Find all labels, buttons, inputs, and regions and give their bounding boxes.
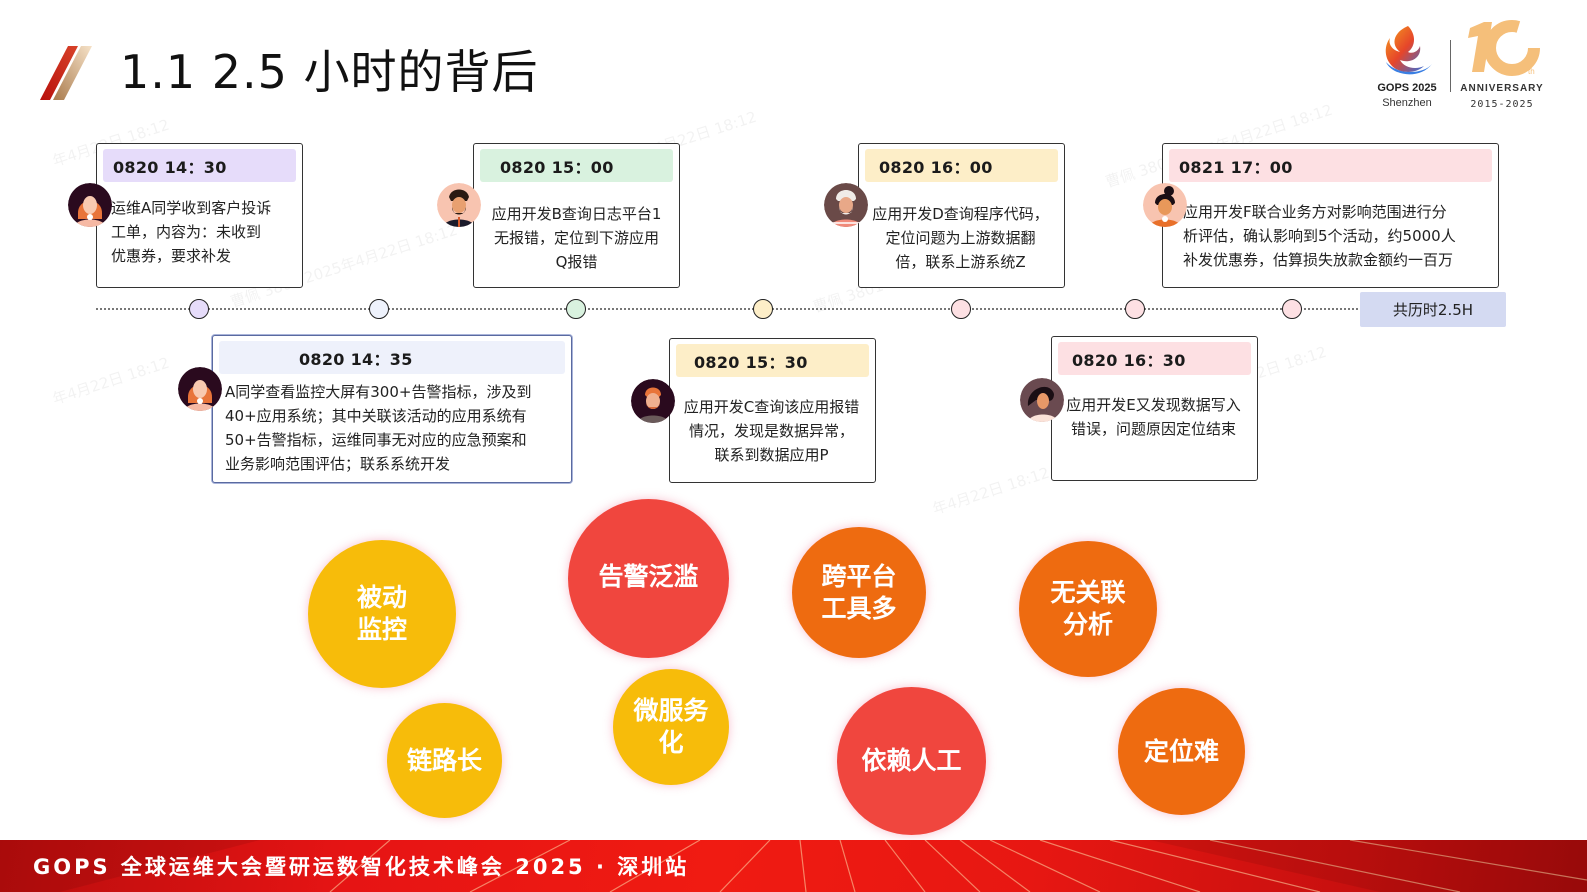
- timeline-node: [1282, 299, 1302, 319]
- avatar-developer-c-icon: [631, 379, 675, 423]
- pain-point-no-correlation-analysis: 无关联分析: [1019, 541, 1157, 677]
- total-duration-badge: 共历时2.5H: [1360, 292, 1506, 327]
- timeline-node: [189, 299, 209, 319]
- timeline-node: [369, 299, 389, 319]
- pain-point-long-chain: 链路长: [387, 703, 502, 818]
- event-card-1630: 0820 16：30 应用开发E又发现数据写入 错误，问题原因定位结束: [1051, 336, 1258, 481]
- timeline-axis: [96, 308, 1362, 310]
- pain-point-microservices: 微服务化: [613, 669, 729, 785]
- timeline-node: [951, 299, 971, 319]
- gops-city-label: Shenzhen: [1382, 97, 1432, 109]
- event-description: 应用开发F联合业务方对影响范围进行分 析评估，确认影响到5个活动，约5000人 …: [1183, 203, 1456, 269]
- watermark: 年4月22日 18:12: [930, 463, 1052, 519]
- anniversary-label: ANNIVERSARY: [1460, 83, 1544, 94]
- footer-light-rays-icon: [0, 840, 1587, 892]
- footer-banner: GOPS 全球运维大会暨研运数智化技术峰会 2025 · 深圳站: [0, 840, 1587, 892]
- event-time: 0820 14：35: [219, 341, 565, 374]
- gops-flame-icon: [1385, 26, 1432, 75]
- event-time: 0820 16：00: [865, 149, 1058, 182]
- avatar-developer-f-icon: [1143, 183, 1187, 227]
- event-time: 0820 16：30: [1058, 342, 1251, 375]
- avatar-operator-a-icon: [178, 367, 222, 411]
- page-title: 1.1 2.5 小时的背后: [120, 45, 539, 99]
- event-time: 0820 15：30: [676, 344, 869, 377]
- timeline-node: [566, 299, 586, 319]
- avatar-developer-e-icon: [1020, 378, 1064, 422]
- event-description: 应用开发C查询该应用报错 情况，发现是数据异常， 联系到数据应用P: [683, 398, 860, 464]
- pain-point-manual-dependency: 依赖人工: [837, 687, 986, 835]
- event-time: 0820 15：00: [480, 149, 673, 182]
- event-card-1435: 0820 14：35 A同学查看监控大屏有300+告警指标，涉及到 40+应用系…: [212, 335, 572, 483]
- event-time: 0820 14：30: [103, 149, 296, 182]
- avatar-operator-a-icon: [68, 183, 112, 227]
- avatar-developer-d-icon: [824, 183, 868, 227]
- logo-divider: [1450, 40, 1451, 92]
- timeline-node: [1125, 299, 1145, 319]
- event-card-1700: 0821 17：00 应用开发F联合业务方对影响范围进行分 析评估，确认影响到5…: [1162, 143, 1499, 288]
- event-description: 应用开发E又发现数据写入 错误，问题原因定位结束: [1066, 396, 1241, 438]
- tenth-anniversary-icon: th: [1468, 20, 1540, 76]
- event-description: 运维A同学收到客户投诉 工单，内容为：未收到 优惠券，要求补发: [111, 199, 272, 265]
- anniversary-years: 2015-2025: [1470, 99, 1534, 110]
- event-card-1600: 0820 16：00 应用开发D查询程序代码， 定位问题为上游数据翻 倍，联系上…: [858, 143, 1065, 288]
- pain-point-passive-monitoring: 被动监控: [308, 540, 456, 688]
- title-accent-icon: [40, 46, 92, 100]
- timeline-node: [753, 299, 773, 319]
- event-description: A同学查看监控大屏有300+告警指标，涉及到 40+应用系统；其中关联该活动的应…: [225, 383, 532, 473]
- event-card-1500: 0820 15：00 应用开发B查询日志平台1 无报错，定位到下游应用 Q报错: [473, 143, 680, 288]
- watermark: 年4月22日 18:12: [50, 353, 172, 409]
- pain-point-cross-platform-tools: 跨平台工具多: [792, 527, 926, 658]
- event-description: 应用开发D查询程序代码， 定位问题为上游数据翻 倍，联系上游系统Z: [872, 205, 1049, 271]
- pain-point-hard-to-locate: 定位难: [1118, 688, 1245, 815]
- svg-text:th: th: [1528, 67, 1535, 76]
- event-time: 0821 17：00: [1169, 149, 1492, 182]
- footer-conference-title: GOPS 全球运维大会暨研运数智化技术峰会 2025 · 深圳站: [33, 855, 690, 879]
- event-card-1430: 0820 14：30 运维A同学收到客户投诉 工单，内容为：未收到 优惠券，要求…: [96, 143, 303, 288]
- pain-point-alert-flood: 告警泛滥: [568, 499, 729, 658]
- event-card-1530: 0820 15：30 应用开发C查询该应用报错 情况，发现是数据异常， 联系到数…: [669, 338, 876, 483]
- event-description: 应用开发B查询日志平台1 无报错，定位到下游应用 Q报错: [491, 205, 662, 271]
- avatar-developer-b-icon: [437, 183, 481, 227]
- gops-event-label: GOPS 2025: [1377, 82, 1437, 94]
